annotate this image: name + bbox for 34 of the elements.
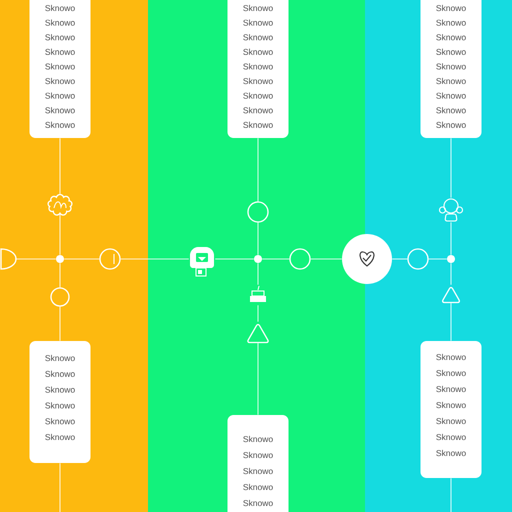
connector-line bbox=[392, 258, 408, 260]
large-circle bbox=[342, 234, 392, 284]
dot bbox=[447, 255, 455, 263]
cloud-icon bbox=[47, 194, 73, 216]
ring bbox=[289, 248, 311, 270]
connector-line bbox=[450, 222, 452, 256]
robot-icon bbox=[190, 247, 214, 276]
text-box: Sknowo Sknowo Sknowo Sknowo Sknowo Sknowo Sknowo Sknowo Sknowo bbox=[228, 0, 288, 138]
ring bbox=[407, 248, 429, 270]
person-icon bbox=[438, 198, 464, 222]
ring bbox=[247, 201, 269, 223]
text-box: Sknowo Sknowo Sknowo Sknowo Sknowo bbox=[228, 415, 288, 512]
connector-line bbox=[450, 138, 452, 198]
connector-line bbox=[450, 262, 452, 286]
text-box: Sknowo Sknowo Sknowo Sknowo Sknowo Sknowo bbox=[30, 341, 90, 463]
triangle-marker bbox=[247, 324, 269, 344]
connector-line bbox=[120, 258, 190, 260]
text-box: Sknowo Sknowo Sknowo Sknowo Sknowo Sknowo Sknowo bbox=[420, 341, 482, 478]
connector-line bbox=[262, 258, 290, 260]
text-box: Sknowo Sknowo Sknowo Sknowo Sknowo Sknowo Sknowo Sknowo Sknowo bbox=[420, 0, 482, 138]
connector-line bbox=[450, 302, 452, 342]
connector-line bbox=[428, 258, 448, 260]
ring bbox=[50, 287, 70, 307]
text-box: Sknowo Sknowo Sknowo Sknowo Sknowo Sknowo Sknowo Sknowo Sknowo bbox=[30, 0, 90, 138]
connector-line bbox=[14, 258, 56, 260]
ring bbox=[99, 248, 121, 270]
connector-line bbox=[450, 478, 452, 512]
triangle-marker bbox=[442, 286, 460, 304]
connector-line bbox=[310, 258, 342, 260]
dot bbox=[254, 255, 262, 263]
dot bbox=[56, 255, 64, 263]
connector-line bbox=[214, 258, 254, 260]
connector-line bbox=[64, 258, 100, 260]
cake-icon bbox=[250, 286, 266, 302]
